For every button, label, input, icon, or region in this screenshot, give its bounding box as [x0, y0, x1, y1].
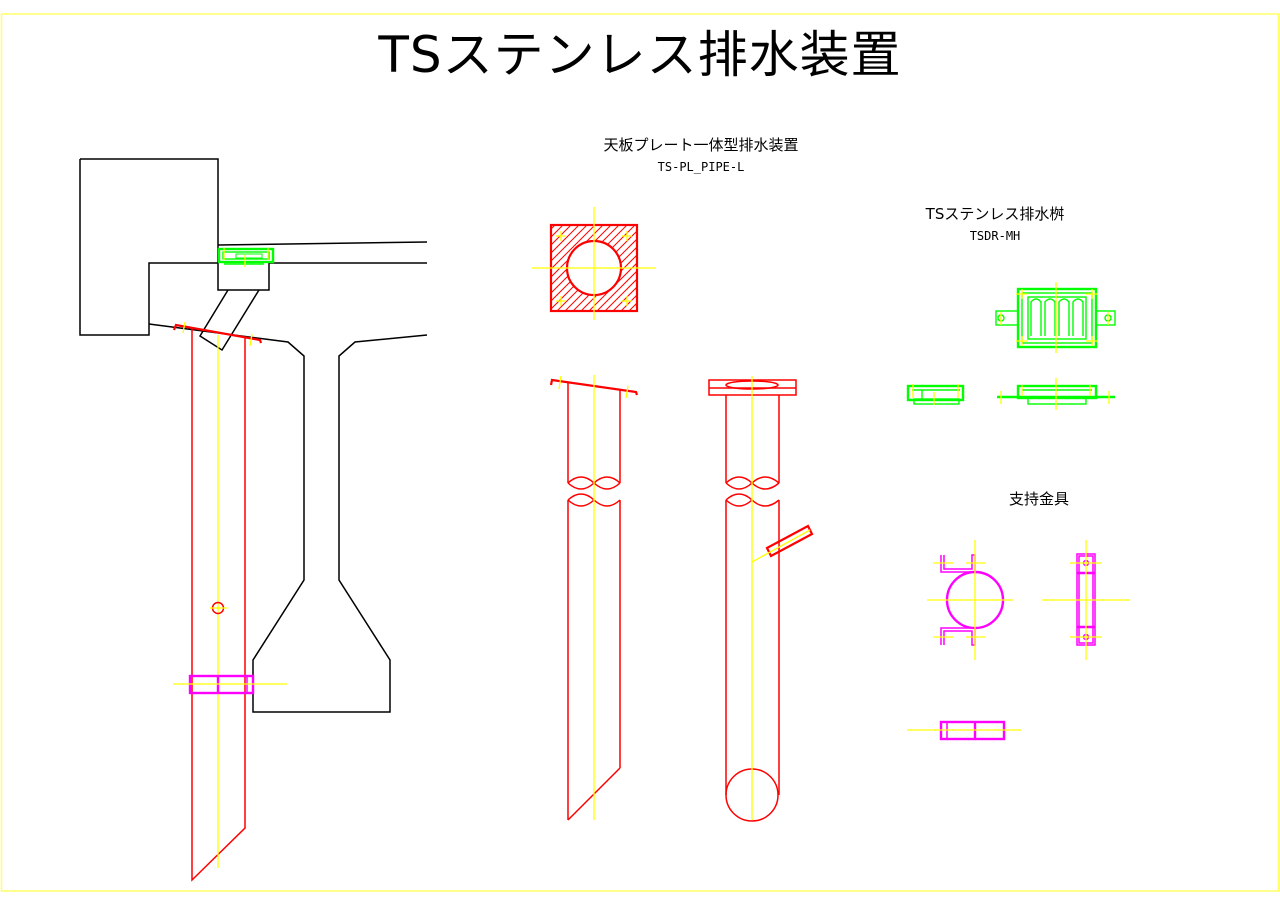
- branch-inlet: [751, 524, 814, 563]
- hatch-line: [604, 225, 637, 311]
- basin-grating: [1030, 298, 1084, 336]
- hatch-line: [551, 225, 572, 311]
- bridge-cross-section: [79, 158, 428, 882]
- section-code-drain-basin: TSDR-MH: [970, 229, 1021, 243]
- slab-drain-basin: [217, 247, 275, 267]
- section-code-plate-pipe: TS-PL_PIPE-L: [658, 160, 745, 174]
- bracket-plan-view: [907, 720, 1021, 741]
- hatch-line: [551, 225, 588, 311]
- hatch-line: [596, 225, 637, 311]
- section-title-drain-basin: TSステンレス排水桝: [925, 205, 1065, 223]
- drawing-title: TSステンレス排水装置: [377, 26, 901, 84]
- slab-top-line: [217, 241, 428, 246]
- pipe-support-bracket: [173, 674, 287, 695]
- hatch-line: [551, 225, 580, 311]
- pipe-flanged-top: [708, 376, 814, 822]
- plate-top-view: [532, 207, 656, 320]
- basin-side-view: [906, 384, 965, 405]
- slab-underside: [148, 323, 428, 713]
- bracket-side-view: [1042, 540, 1130, 660]
- drawing-frame: [0, 13, 1280, 892]
- inlet-chute: [198, 289, 260, 352]
- hatch-line: [620, 225, 637, 311]
- section-title-support-bracket: 支持金具: [1009, 490, 1069, 508]
- section-title-plate-pipe: 天板プレート一体型排水装置: [603, 136, 798, 154]
- pipe-top-plate: [172, 323, 263, 344]
- basin-front-view: [997, 378, 1115, 410]
- basin-plan-view: [995, 282, 1116, 353]
- parapet-outline: [79, 158, 270, 336]
- pipe-slanted-top: [549, 375, 639, 821]
- bracket-front-view: [927, 540, 1013, 660]
